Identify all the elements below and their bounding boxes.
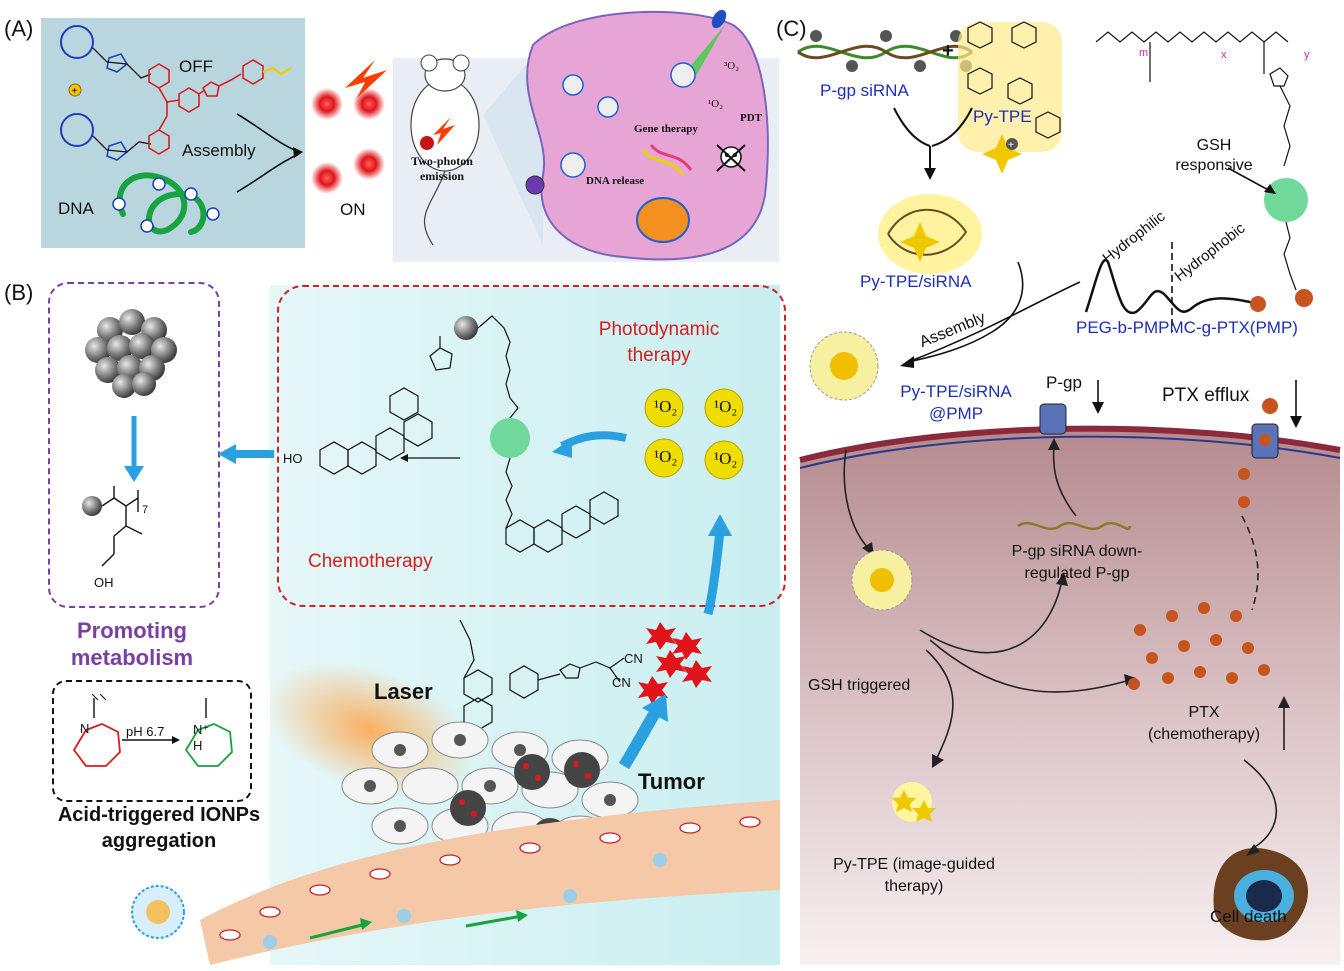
gsh-disulfide xyxy=(490,418,530,458)
oh-label: OH xyxy=(94,575,114,590)
tumor-label: Tumor xyxy=(638,769,705,794)
svg-text:+: + xyxy=(72,86,78,97)
acid-triggered-box xyxy=(52,680,252,802)
nh-label: N⁺H xyxy=(193,722,210,753)
arrow-to-metabolism xyxy=(218,444,274,464)
promoting-metabolism-label: Promoting metabolism xyxy=(70,618,194,670)
pgp-down-label: P-gp siRNA down-regulated P-gp xyxy=(1011,543,1143,582)
plus-label: + xyxy=(942,40,954,62)
py-tpe-molecule xyxy=(958,21,1062,152)
panel-a-label: (A) xyxy=(4,16,34,41)
negative-charges xyxy=(112,177,220,233)
lightning-icon xyxy=(345,60,387,98)
singlet-o2-label-a: ¹O₂ xyxy=(708,98,724,110)
ho-label: HO xyxy=(283,451,303,466)
py-tpe-image-label: Py-TPE (image-guided therapy) xyxy=(833,856,995,895)
cell-membrane-scene xyxy=(799,403,1341,965)
singlet-o2-3: ¹O₂ xyxy=(654,447,678,466)
pdt-label: PDT xyxy=(740,112,762,124)
cyclen-ring-top xyxy=(60,25,94,59)
on-label: ON xyxy=(340,200,366,219)
cn-label-2: CN xyxy=(612,675,631,690)
py-tpe-sirna-pmp-label: Py-TPE/siRNA @PMP xyxy=(900,382,1012,423)
gsh-responsive-label: GSH responsive xyxy=(1175,137,1253,174)
py-tpe-label: Py-TPE xyxy=(973,107,1032,126)
laser-label: Laser xyxy=(374,679,433,704)
on-nanoparticles xyxy=(311,60,387,194)
cell-death-label: Cell death xyxy=(1210,907,1287,926)
singlet-o2-2: ¹O₂ xyxy=(714,397,738,416)
panel-c-top: + xyxy=(797,21,1313,428)
ptx-efflux-label: PTX efflux xyxy=(1162,385,1250,406)
py-tpe-glow xyxy=(892,782,936,822)
assembly-arrow xyxy=(236,113,300,153)
pgp-label: P-gp xyxy=(1046,373,1082,392)
chemotherapy-label-b: Chemotherapy xyxy=(308,551,433,572)
cn-label-1: CN xyxy=(624,651,643,666)
acid-triggered-label: Acid-triggered IONPs aggregation xyxy=(57,804,261,852)
mouse-icon xyxy=(410,54,480,246)
panel-b-label: (B) xyxy=(4,280,34,305)
sub-y: y xyxy=(1304,49,1310,61)
photodynamic-therapy-label: Photodynamic therapy xyxy=(598,319,720,366)
triplet-o2-label: ³O₂ xyxy=(724,60,740,72)
positive-charge-icon xyxy=(68,83,82,97)
sub-x: x xyxy=(1221,49,1227,61)
panel-a-mouse-cell xyxy=(410,9,769,261)
svg-text:+: + xyxy=(1008,140,1014,151)
gsh-triggered-label: GSH triggered xyxy=(808,677,911,694)
blood-vessel xyxy=(200,800,780,965)
n-label-1: N xyxy=(80,721,90,736)
tumor-scene xyxy=(131,514,780,965)
sub-m: m xyxy=(1139,47,1149,59)
panel-c-label: (C) xyxy=(776,16,807,41)
pgp-sirna-label: P-gp siRNA xyxy=(820,81,909,100)
pgp-pump-1 xyxy=(1039,403,1067,435)
ionp-cluster xyxy=(82,309,177,567)
gsh-disulfide-c xyxy=(1264,178,1308,222)
subscript-7: 7 xyxy=(142,504,149,516)
promoting-metabolism-box xyxy=(48,282,220,608)
chemo-pdt-box xyxy=(277,285,786,607)
ptx-label: PTX (chemotherapy) xyxy=(1147,704,1261,743)
cell-body xyxy=(526,10,769,261)
skull-icon xyxy=(716,144,746,172)
azepane-protonation xyxy=(72,693,233,767)
dna-release-label: DNA release xyxy=(586,175,645,187)
singlet-o2-4: ¹O₂ xyxy=(714,449,738,468)
pmp-label: PEG-b-PMPMC-g-PTX(PMP) xyxy=(1076,318,1298,337)
gene-therapy-label: Gene therapy xyxy=(634,123,698,135)
dna-label: DNA xyxy=(58,199,94,218)
off-label: OFF xyxy=(179,57,213,76)
two-photon-label: Two-photon emission xyxy=(411,154,473,183)
assembly-label-a: Assembly xyxy=(182,141,256,160)
panel-a-probe-structure: + xyxy=(60,25,303,235)
singlet-o2-1: ¹O₂ xyxy=(654,397,678,416)
cyclen-ring-bottom xyxy=(60,113,94,147)
ph-label: pH 6.7 xyxy=(126,724,165,739)
py-tpe-sirna-label: Py-TPE/siRNA xyxy=(860,272,972,291)
nucleus xyxy=(636,197,690,243)
prodrug-structure xyxy=(319,315,744,553)
